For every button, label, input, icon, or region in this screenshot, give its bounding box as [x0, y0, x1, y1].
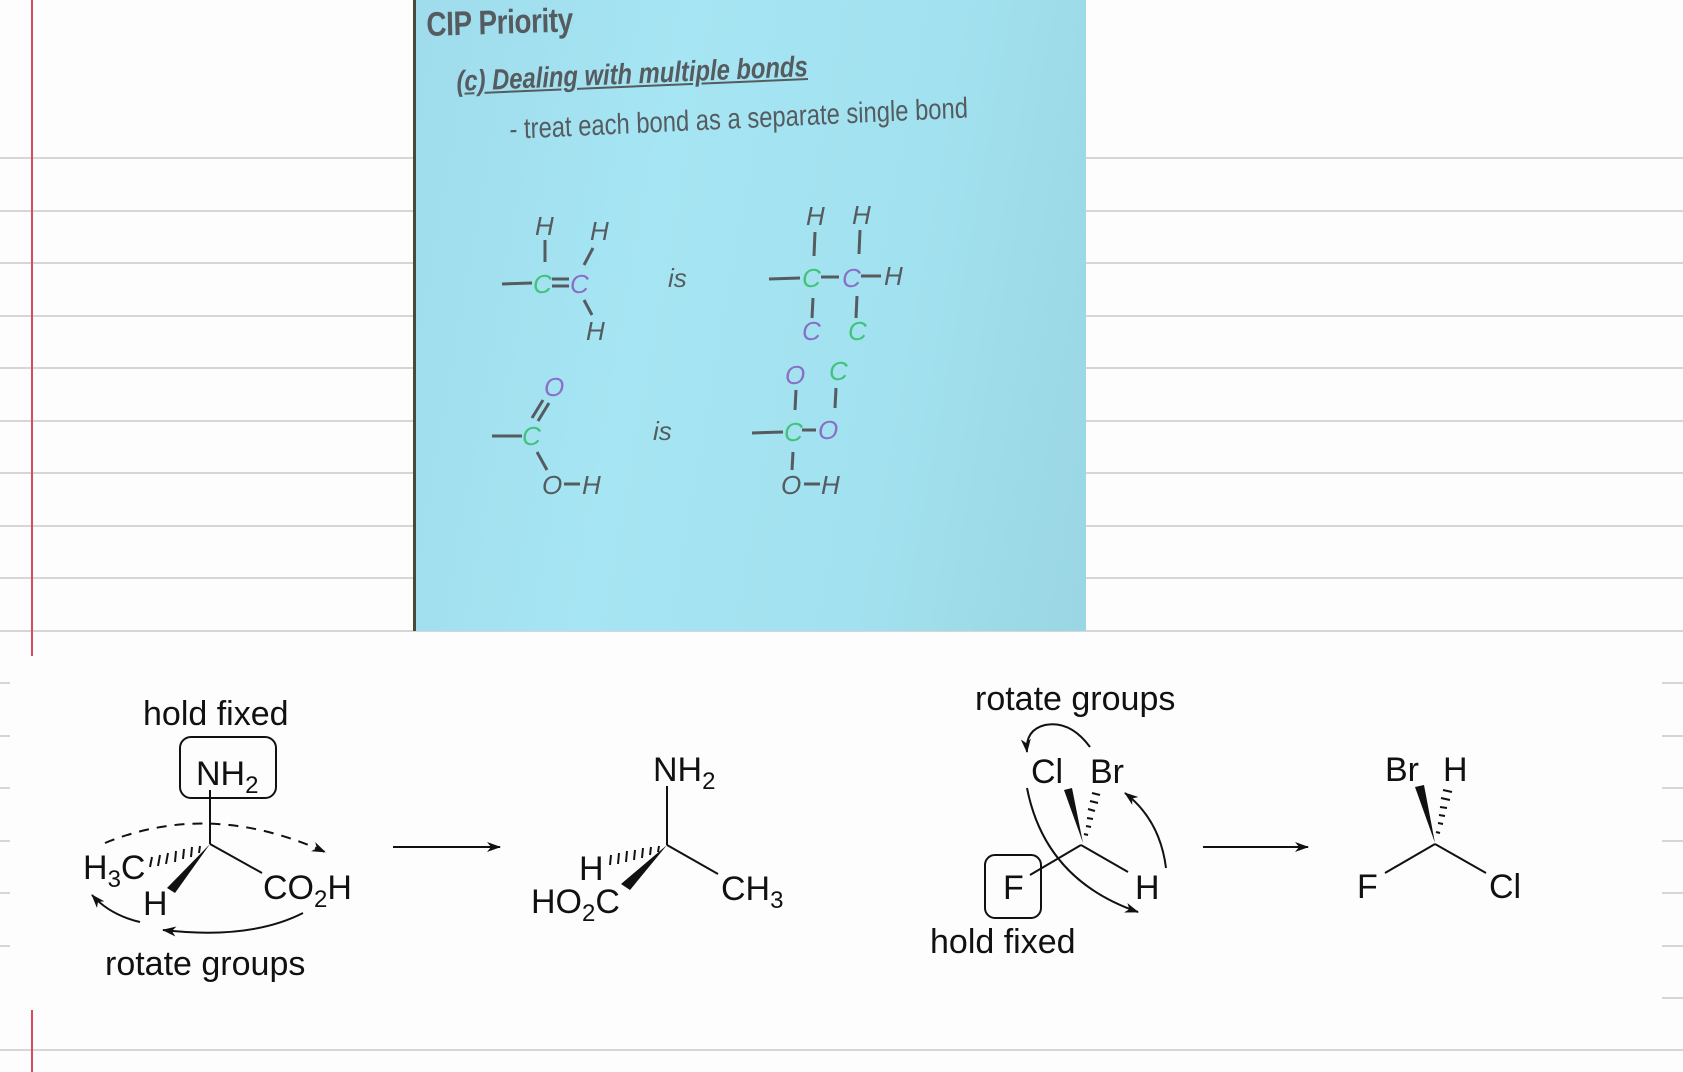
hold-fixed-label: hold fixed: [143, 695, 289, 733]
svg-text:HO2C: HO2C: [531, 883, 620, 927]
is-label: is: [653, 416, 672, 446]
svg-text:C: C: [802, 263, 821, 293]
svg-text:NH2: NH2: [653, 751, 715, 795]
svg-text:O: O: [785, 360, 805, 390]
alanine-before-diagram: hold fixed NH2 H3C H CO2H rotate groups: [83, 695, 352, 983]
svg-text:C: C: [829, 356, 848, 386]
svg-text:H: H: [143, 885, 168, 923]
halide-before-diagram: rotate groups Cl Br F H hold fixed: [930, 680, 1175, 961]
svg-text:H: H: [535, 211, 554, 241]
svg-text:O: O: [818, 415, 838, 445]
rotate-groups-label: rotate groups: [105, 945, 305, 983]
svg-text:C: C: [802, 316, 821, 346]
svg-text:H: H: [1135, 869, 1160, 907]
margin-line: [31, 0, 33, 656]
svg-text:H: H: [1443, 751, 1468, 789]
is-label: is: [668, 263, 687, 293]
svg-text:C: C: [533, 269, 552, 299]
svg-text:O: O: [781, 470, 801, 500]
halide-after-diagram: Br H F Cl: [1357, 751, 1521, 906]
lecture-slide-image: CIP Priority (c) Dealing with multiple b…: [413, 0, 1086, 631]
slide-structures: C C H H H is C C H H: [492, 200, 903, 500]
svg-text:C: C: [848, 316, 867, 346]
svg-text:H3C: H3C: [83, 849, 145, 893]
svg-text:C: C: [842, 263, 861, 293]
svg-text:Br: Br: [1385, 751, 1419, 789]
svg-text:F: F: [1003, 869, 1024, 907]
svg-text:Cl: Cl: [1031, 753, 1063, 791]
svg-text:NH2: NH2: [196, 755, 258, 799]
alanine-after-diagram: NH2 H HO2C CH3: [531, 751, 783, 927]
hold-fixed-label: hold fixed: [930, 923, 1076, 961]
svg-text:H: H: [852, 200, 871, 230]
carboxyl-expanded-structure: C O O C O H: [751, 356, 848, 500]
rotate-groups-label: rotate groups: [975, 680, 1175, 718]
svg-text:C: C: [570, 269, 589, 299]
margin-line: [31, 1010, 33, 1072]
svg-text:C: C: [784, 417, 803, 447]
svg-text:F: F: [1357, 868, 1378, 906]
svg-text:H: H: [590, 216, 609, 246]
alkene-structure: C C H H H: [501, 211, 609, 346]
svg-text:CO2H: CO2H: [263, 869, 352, 913]
svg-text:H: H: [582, 470, 601, 500]
svg-text:Cl: Cl: [1489, 868, 1521, 906]
svg-text:C: C: [522, 421, 541, 451]
svg-text:H: H: [821, 470, 840, 500]
svg-text:Br: Br: [1090, 753, 1124, 791]
svg-text:H: H: [579, 850, 604, 888]
svg-text:H: H: [884, 261, 903, 291]
alkene-expanded-structure: C C H H H C C: [768, 200, 903, 346]
svg-text:O: O: [542, 470, 562, 500]
svg-text:H: H: [586, 316, 605, 346]
svg-text:H: H: [806, 201, 825, 231]
carboxyl-structure: C O O H: [492, 372, 601, 500]
svg-text:CH3: CH3: [721, 870, 783, 914]
svg-text:O: O: [544, 372, 564, 402]
